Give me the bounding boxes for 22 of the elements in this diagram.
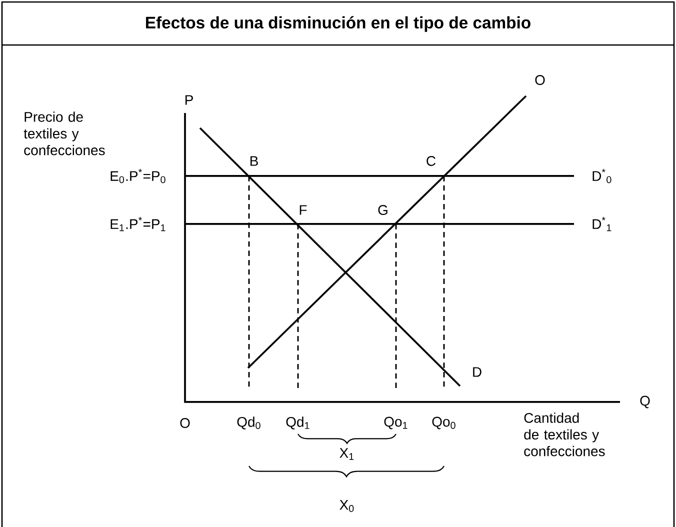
axis-label: Qd$_{1}$ <box>286 416 310 430</box>
axis-label: Q <box>640 396 650 408</box>
point-label: C <box>426 156 436 166</box>
axis-title: Cantidad de textiles y confecciones <box>524 412 605 456</box>
brace-label: X$_{0}$ <box>340 500 354 512</box>
axis-label: P <box>185 95 193 105</box>
axis-title: Precio de textiles y confecciones <box>24 112 105 156</box>
curve-label: D$^{*}$0 <box>592 168 612 184</box>
price-label: E$_{1}$.P$^{*}$=P$_{1}$ <box>110 216 166 232</box>
axis-label: Qd$_{0}$ <box>237 416 260 430</box>
price-label: E$_{0}$.P$^{*}$=P$_{0}$ <box>110 168 166 184</box>
curve-label: D$^{*}$1 <box>592 216 612 232</box>
brace-label: X$_{1}$ <box>340 448 354 460</box>
curve-label: D <box>473 367 482 377</box>
axis-label: Qo$_{0}$ <box>432 416 456 430</box>
curve-label: O <box>535 75 545 85</box>
point-label: F <box>300 205 307 215</box>
axis-label: O <box>180 418 190 428</box>
point-label: G <box>378 205 388 215</box>
axis-label: Qo$_{1}$ <box>384 416 408 430</box>
title: Efectos de una disminución en el tipo de cambio <box>146 16 530 32</box>
point-label: B <box>250 156 258 166</box>
